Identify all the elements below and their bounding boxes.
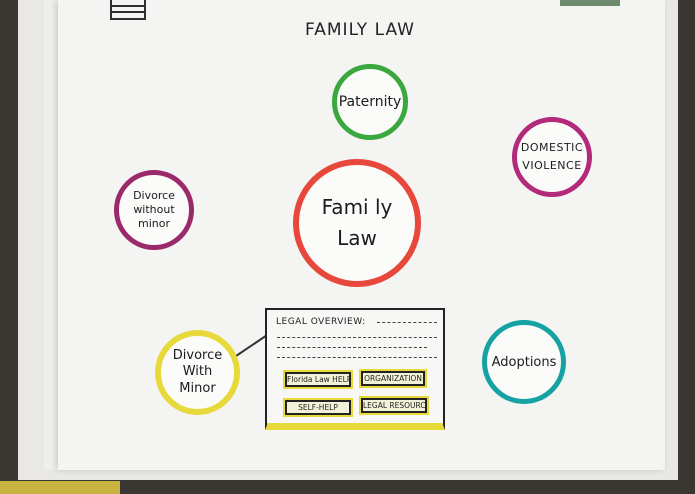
family-law-line1: Fami ly bbox=[321, 195, 393, 219]
domestic-violence-node[interactable]: DOMESTIC VIOLENCE bbox=[512, 117, 592, 197]
paternity-node[interactable]: Paternity bbox=[332, 64, 408, 140]
legal-resource-button[interactable]: LEGAL RESOURCE bbox=[361, 398, 427, 413]
divorce-without-minor-node[interactable]: Divorce without minor bbox=[114, 170, 194, 250]
paternity-label: Paternity bbox=[338, 94, 402, 110]
bottom-yellow-strip bbox=[0, 481, 120, 494]
placeholder-line bbox=[377, 322, 437, 323]
page-title: FAMILY LAW bbox=[305, 20, 415, 40]
domestic-label-line2: VIOLENCE bbox=[522, 159, 582, 172]
green-strip bbox=[560, 0, 620, 6]
placeholder-line bbox=[277, 347, 427, 348]
legal-overview-panel: LEGAL OVERVIEW: Florida Law HELP ORGANIZ… bbox=[265, 308, 445, 430]
adoptions-label: Adoptions bbox=[491, 354, 557, 370]
placeholder-line bbox=[277, 357, 437, 358]
placeholder-line bbox=[277, 337, 437, 338]
divorce-wo-line2: without bbox=[133, 203, 175, 217]
divorce-wo-line3: minor bbox=[138, 216, 170, 230]
family-law-center-node[interactable]: Fami ly Law bbox=[293, 159, 421, 287]
adoptions-node[interactable]: Adoptions bbox=[482, 320, 566, 404]
divorce-w-line3: Minor bbox=[179, 380, 216, 396]
florida-law-help-button[interactable]: Florida Law HELP bbox=[285, 372, 351, 387]
divorce-w-line2: With bbox=[182, 364, 213, 380]
self-help-button[interactable]: SELF-HELP bbox=[285, 400, 351, 415]
divorce-with-minor-node[interactable]: Divorce With Minor bbox=[155, 330, 240, 415]
divorce-wo-line1: Divorce bbox=[133, 189, 175, 203]
tab-strip-drawing bbox=[110, 0, 146, 20]
organization-button[interactable]: ORGANIZATION bbox=[361, 371, 425, 386]
family-law-line2: Law bbox=[337, 226, 377, 250]
divorce-w-line1: Divorce bbox=[172, 348, 223, 364]
legal-overview-title: LEGAL OVERVIEW: bbox=[276, 317, 366, 327]
domestic-label-line1: DOMESTIC bbox=[520, 141, 584, 155]
